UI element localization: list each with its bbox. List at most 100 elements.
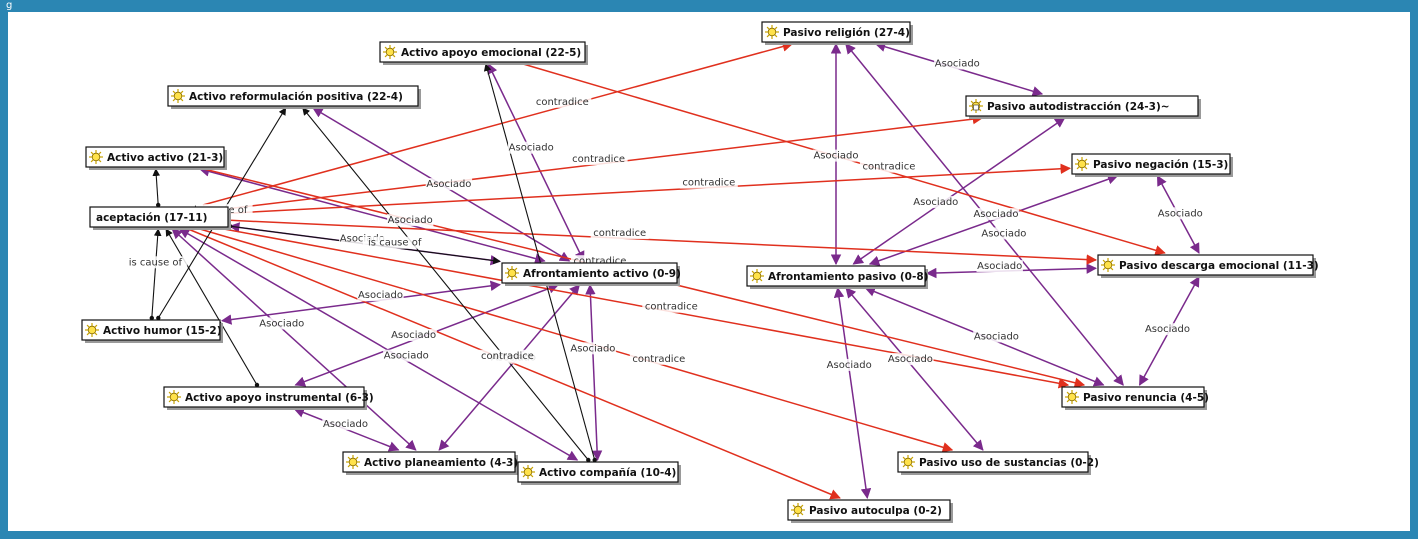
edge-label-bg bbox=[976, 260, 1023, 273]
node-box bbox=[342, 451, 516, 473]
sun-code-icon bbox=[750, 269, 764, 283]
sun-memo-icon bbox=[969, 99, 983, 113]
node-afrontamiento_pasivo[interactable]: Afrontamiento pasivo (0-8) bbox=[746, 265, 928, 289]
edge-label: is cause of bbox=[368, 238, 422, 249]
sun-code-icon bbox=[901, 455, 915, 469]
edge-label-bg bbox=[508, 141, 555, 154]
edge-label-bg bbox=[980, 227, 1028, 240]
edge-label-bg bbox=[629, 352, 688, 365]
edge-label: Asociado bbox=[1145, 324, 1190, 335]
node-religion[interactable]: Pasivo religión (27-4) bbox=[761, 21, 913, 45]
edge-label-bg bbox=[533, 95, 592, 108]
edge-label: contradice bbox=[593, 228, 646, 239]
node-box bbox=[167, 85, 419, 107]
edge-label: Asociado bbox=[1158, 208, 1203, 219]
edge-label: Asociado bbox=[358, 290, 403, 301]
edge-cause-aceptacion-activo_activo bbox=[152, 168, 161, 208]
node-negacion[interactable]: Pasivo negación (15-3) bbox=[1071, 153, 1233, 177]
sun-code-icon bbox=[85, 323, 99, 337]
edge-label: Asociado bbox=[973, 209, 1018, 220]
node-box bbox=[163, 386, 365, 408]
node-autoculpa[interactable]: Pasivo autoculpa (0-2) bbox=[787, 499, 953, 523]
node-afrontamiento_activo[interactable]: Afrontamiento activo (0-9) bbox=[501, 262, 681, 286]
edge-label: is cause of bbox=[129, 257, 183, 268]
node-box bbox=[501, 262, 678, 284]
edge-label: contradice bbox=[572, 154, 625, 165]
edge-associated-apoyo_emocional-afrontamiento_activo bbox=[487, 63, 585, 262]
sun-code-icon bbox=[1065, 390, 1079, 404]
node-label: Pasivo autoculpa (0-2) bbox=[809, 505, 942, 517]
title-bar: g bbox=[0, 0, 1418, 12]
edge-label: contradice bbox=[862, 162, 915, 173]
node-renuncia[interactable]: Pasivo renuncia (4-5) bbox=[1061, 386, 1209, 410]
node-box bbox=[746, 265, 926, 287]
edge-associated-autodistraccion-afrontamiento_pasivo bbox=[852, 117, 1066, 265]
node-label: Afrontamiento pasivo (0-8) bbox=[768, 271, 928, 283]
edge-label: Asociado bbox=[977, 261, 1022, 272]
node-compania[interactable]: Activo compañía (10-4) bbox=[517, 461, 681, 485]
edge-label-bg bbox=[362, 236, 427, 249]
node-box bbox=[85, 146, 225, 168]
edge-associated-autoculpa-afrontamiento_pasivo bbox=[833, 286, 872, 500]
node-box bbox=[1061, 386, 1205, 408]
node-aceptacion[interactable]: aceptación (17-11) bbox=[89, 206, 231, 230]
edge-label: contradice bbox=[682, 178, 735, 189]
node-apoyo_emocional[interactable]: Activo apoyo emocional (22-5) bbox=[379, 41, 588, 65]
node-humor[interactable]: Activo humor (15-2) bbox=[81, 319, 223, 343]
node-label: Pasivo uso de sustancias (0-2) bbox=[919, 457, 1099, 469]
edge-label: Asociado bbox=[981, 228, 1026, 239]
sun-code-icon bbox=[346, 455, 360, 469]
edge-label: Asociado bbox=[426, 179, 471, 190]
node-apoyo_instrumental[interactable]: Activo apoyo instrumental (6-3) bbox=[163, 386, 374, 410]
title-text: g bbox=[6, 0, 13, 11]
sun-code-icon bbox=[791, 503, 805, 517]
node-box bbox=[897, 451, 1089, 473]
node-label: Activo compañía (10-4) bbox=[539, 467, 676, 479]
node-box bbox=[1071, 153, 1231, 175]
edge-label: Asociado bbox=[384, 351, 429, 362]
node-autodistraccion[interactable]: Pasivo autodistracción (24-3)~ bbox=[965, 95, 1201, 119]
node-label: Activo activo (21-3) bbox=[107, 152, 223, 164]
edge-label: Asociado bbox=[570, 343, 615, 354]
edge-label-bg bbox=[387, 214, 434, 227]
node-label: Activo reformulación positiva (22-4) bbox=[189, 91, 403, 103]
edge-cause-compania-reformulacion bbox=[302, 107, 591, 463]
edge-label-bg bbox=[1157, 207, 1204, 220]
edge-label-bg bbox=[912, 196, 959, 209]
edge-label-bg bbox=[1144, 323, 1191, 336]
edge-label: Asociado bbox=[913, 197, 958, 208]
edge-label-bg bbox=[258, 317, 305, 330]
sun-code-icon bbox=[167, 390, 181, 404]
edge-label: Asociado bbox=[388, 215, 433, 226]
node-box bbox=[89, 206, 229, 228]
node-box bbox=[965, 95, 1199, 117]
node-descarga[interactable]: Pasivo descarga emocional (11-3) bbox=[1097, 254, 1319, 278]
node-label: Activo humor (15-2) bbox=[103, 325, 222, 337]
sun-code-icon bbox=[383, 45, 397, 59]
edge-label: contradice bbox=[481, 351, 534, 362]
edge-label-bg bbox=[569, 342, 617, 355]
edge-label: Asociado bbox=[323, 419, 368, 430]
node-box bbox=[379, 41, 586, 63]
edge-associated-compania-afrontamiento_activo bbox=[585, 283, 603, 462]
node-planeamiento[interactable]: Activo planeamiento (4-3) bbox=[342, 451, 518, 475]
edge-cause-apoyo_instrumental-aceptacion bbox=[165, 228, 260, 388]
edge-label-bg bbox=[357, 289, 404, 302]
edge-label-bg bbox=[642, 300, 701, 313]
node-box bbox=[761, 21, 911, 43]
node-label: Activo apoyo instrumental (6-3) bbox=[185, 392, 374, 404]
edge-label: Asociado bbox=[827, 360, 872, 371]
node-activo_activo[interactable]: Activo activo (21-3) bbox=[85, 146, 227, 170]
sun-code-icon bbox=[1101, 258, 1115, 272]
node-label: Pasivo autodistracción (24-3)~ bbox=[987, 101, 1170, 113]
sun-code-icon bbox=[765, 25, 779, 39]
edge-label-bg bbox=[123, 256, 188, 269]
node-reformulacion[interactable]: Activo reformulación positiva (22-4) bbox=[167, 85, 421, 109]
edge-label-bg bbox=[569, 153, 628, 166]
edge-label-bg bbox=[322, 418, 369, 431]
node-box bbox=[517, 461, 679, 483]
node-sustancias[interactable]: Pasivo uso de sustancias (0-2) bbox=[897, 451, 1099, 475]
node-label: Pasivo descarga emocional (11-3) bbox=[1119, 260, 1319, 272]
edge-label: Asociado bbox=[391, 330, 436, 341]
